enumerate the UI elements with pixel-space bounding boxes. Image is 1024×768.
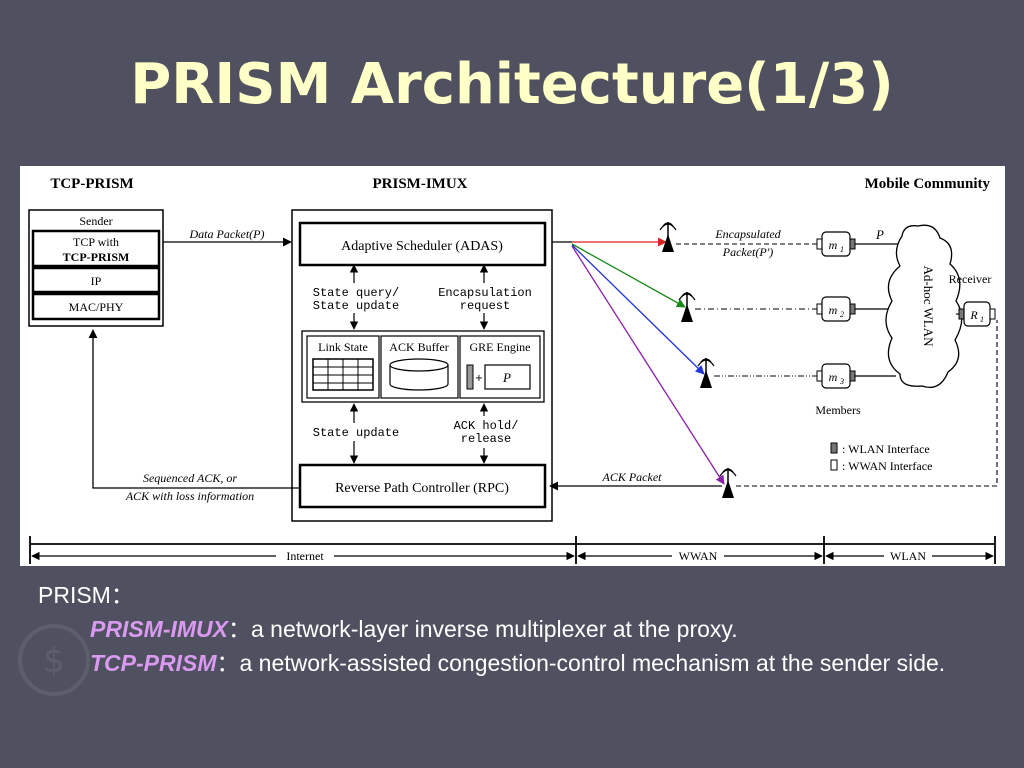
section-prism-imux: PRISM-IMUX <box>373 176 468 192</box>
tower-icon-3 <box>697 357 715 389</box>
receiver-label: Receiver <box>949 272 992 286</box>
tower-icon-4 <box>719 467 737 499</box>
wwan-interface-icon <box>830 459 838 471</box>
m1-sub: 1 <box>840 245 844 254</box>
p-label: P <box>875 227 884 242</box>
encap-request-label: Encapsulation <box>438 286 532 300</box>
wlan-range-label: WLAN <box>890 549 926 563</box>
sequenced-ack-label-2: ACK with loss information <box>125 489 254 503</box>
bullet-term-tcp-prism: TCP-PRISM <box>90 650 217 676</box>
m2-sub: 2 <box>840 310 844 319</box>
member-m1: m 1 <box>816 231 856 257</box>
section-tcp-prism: TCP-PRISM <box>50 176 133 192</box>
purple-path-arrow <box>571 245 725 485</box>
adas-box <box>298 221 547 267</box>
m2-label: m <box>829 303 838 317</box>
state-query-label: State query/ <box>313 286 399 300</box>
tower-icon-1 <box>659 221 677 253</box>
member-m2: m 2 <box>816 296 856 322</box>
gre-engine-label: GRE Engine <box>470 340 531 354</box>
bullet-text-tcp-prism: ：a network-assisted congestion-control m… <box>216 650 946 676</box>
data-packet-label: Data Packet(P) <box>189 227 265 241</box>
svg-text:$: $ <box>43 641 65 681</box>
slide-title: PRISM Architecture(1/3) <box>130 52 894 117</box>
bullet-item-prism-imux: PRISM-IMUX：a network-layer inverse multi… <box>38 612 1008 646</box>
wwan-range-bg <box>672 549 724 563</box>
ip-label: IP <box>91 274 102 288</box>
ack-hold-bg <box>438 416 534 448</box>
internet-range-bg <box>276 549 334 563</box>
bullet-heading: PRISM： <box>38 582 134 608</box>
ack-buffer-cylinder-icon <box>389 358 449 391</box>
architecture-diagram: TCP-PRISM PRISM-IMUX Mobile Community Se… <box>20 166 1005 566</box>
member-m3: m 3 <box>816 363 856 389</box>
r1-sub: 1 <box>980 315 984 324</box>
diagram-svg: TCP-PRISM PRISM-IMUX Mobile Community Se… <box>28 176 998 564</box>
r1-label: R <box>969 308 978 322</box>
m3-sub: 3 <box>839 377 844 386</box>
wlan-range-bg <box>884 549 932 563</box>
sequenced-ack-arrow <box>88 329 300 489</box>
wwan-range-label: WWAN <box>679 549 718 563</box>
adhoc-wlan-cloud: Ad-hoc WLAN <box>885 224 963 389</box>
ack-release-label: release <box>461 432 511 446</box>
gre-plus: + <box>475 373 483 384</box>
bullet-item-tcp-prism: TCP-PRISM：a network-assisted congestion-… <box>38 646 1008 680</box>
state-update-bg <box>304 423 408 441</box>
encap-bg <box>428 283 542 313</box>
macphy-label: MAC/PHY <box>69 300 124 314</box>
link-state-table-icon <box>312 358 374 391</box>
bullet-list: PRISM： PRISM-IMUX：a network-layer invers… <box>38 578 1008 680</box>
m1-label: m <box>829 238 838 252</box>
background-watermark-icon: $ <box>18 624 90 696</box>
tcp-prism-label: TCP-PRISM <box>63 250 130 264</box>
ack-packet-label: ACK Packet <box>602 470 663 484</box>
link-state-label: Link State <box>318 340 368 354</box>
sender-stack: Sender TCP with TCP-PRISM IP MAC/PHY <box>28 209 164 327</box>
blue-path-arrow <box>571 244 705 375</box>
gre-header-icon <box>466 364 474 390</box>
ack-hold-label: ACK hold/ <box>454 419 519 433</box>
state-query-bg <box>304 283 408 313</box>
bullet-text-prism-imux: ：a network-layer inverse multiplexer at … <box>228 616 738 642</box>
state-update-label-top: State update <box>313 299 399 313</box>
adhoc-wlan-label: Ad-hoc WLAN <box>921 266 936 348</box>
legend-wlan: : WLAN Interface <box>842 442 930 456</box>
adas-label: Adaptive Scheduler (ADAS) <box>341 239 503 254</box>
gre-payload-label: P <box>502 370 511 385</box>
tower-icon-2 <box>678 291 696 323</box>
tcp-with-label: TCP with <box>73 235 119 249</box>
sequenced-ack-label: Sequenced ACK, or <box>143 471 237 485</box>
sender-label: Sender <box>79 214 112 228</box>
internet-range-label: Internet <box>286 549 324 563</box>
wlan-interface-icon <box>830 442 838 454</box>
ack-buffer-label: ACK Buffer <box>389 340 448 354</box>
receiver-r1: R 1 <box>958 301 996 327</box>
members-label: Members <box>815 403 861 417</box>
encapsulated-label-2: Packet(P') <box>722 245 774 259</box>
green-path-arrow <box>571 243 686 308</box>
link-receiver-ack <box>736 320 998 487</box>
bullet-term-prism-imux: PRISM-IMUX <box>90 616 228 642</box>
m3-label: m <box>829 370 838 384</box>
encapsulated-label: Encapsulated <box>714 227 781 241</box>
state-update-label: State update <box>313 426 399 440</box>
encap-request-label-2: request <box>460 299 510 313</box>
rpc-label: Reverse Path Controller (RPC) <box>335 481 509 496</box>
legend-wwan: : WWAN Interface <box>842 459 932 473</box>
rpc-box <box>298 463 547 509</box>
gre-payload-box <box>484 364 531 390</box>
section-mobile-community: Mobile Community <box>865 176 991 192</box>
